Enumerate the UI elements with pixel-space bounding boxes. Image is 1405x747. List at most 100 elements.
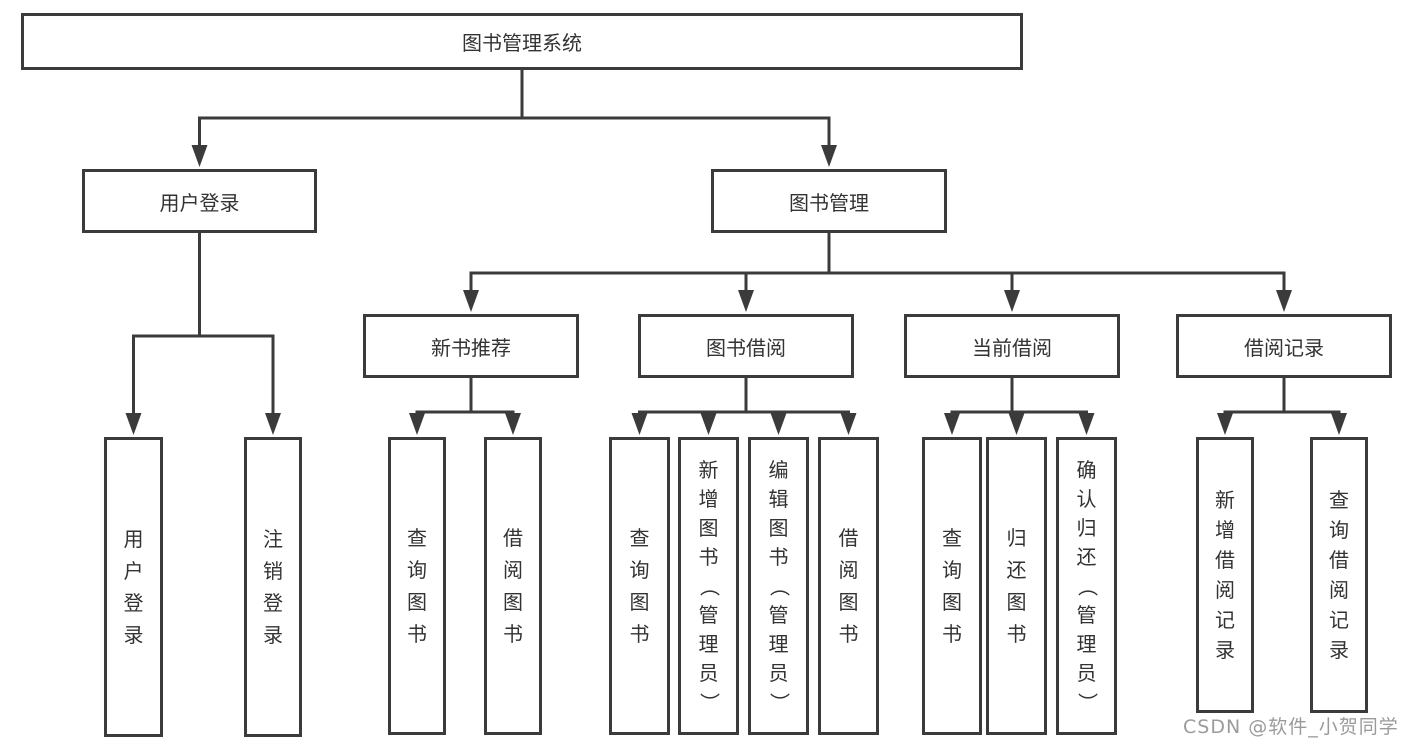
node-book-mgmt: 图书管理 bbox=[711, 169, 947, 233]
node-login: 用户登录 bbox=[104, 437, 163, 737]
arrowhead-icon bbox=[191, 145, 208, 167]
label-char: 阅 bbox=[503, 558, 523, 582]
label-char: 管 bbox=[768, 602, 789, 627]
arrowhead-icon bbox=[1008, 413, 1025, 435]
arrowhead-icon bbox=[840, 413, 857, 435]
label-char: 新 bbox=[698, 457, 719, 482]
label-char: （ bbox=[697, 576, 721, 596]
arrowhead-icon bbox=[944, 413, 960, 435]
label-char: 用 bbox=[123, 527, 144, 551]
watermark: CSDN @软件_小贺同学 bbox=[1183, 716, 1399, 738]
label-char: 注 bbox=[263, 527, 283, 551]
label-char: 录 bbox=[1329, 638, 1349, 662]
label-char: 增 bbox=[698, 486, 719, 511]
arrowhead-icon bbox=[770, 413, 787, 435]
label-char: 图 bbox=[838, 590, 859, 614]
label-char: 新 bbox=[1215, 488, 1235, 512]
node-cb-return-book: 归还图书 bbox=[986, 437, 1047, 735]
arrowhead-icon bbox=[738, 290, 754, 312]
arrowhead-icon bbox=[125, 413, 142, 435]
label-char: 管 bbox=[698, 602, 719, 627]
node-current-borrow: 当前借阅 bbox=[904, 314, 1120, 378]
node-bb-query-book: 查询图书 bbox=[609, 437, 670, 735]
label-char: ） bbox=[767, 692, 791, 712]
arrowhead-icon bbox=[631, 413, 648, 435]
label-char: 确 bbox=[1076, 457, 1097, 482]
node-label-bb-borrow-book: 借阅图书 bbox=[839, 522, 859, 650]
label-char: 借 bbox=[1329, 548, 1349, 572]
label-char: 阅 bbox=[1215, 578, 1235, 602]
node-nb-borrow-book: 借阅图书 bbox=[484, 437, 542, 735]
node-bb-add-book: 新增图书（管理员） bbox=[678, 437, 739, 735]
label-char: 书 bbox=[1006, 622, 1027, 646]
label-char: 认 bbox=[1076, 486, 1097, 511]
label-char: 查 bbox=[407, 526, 427, 550]
label-char: 编 bbox=[768, 457, 789, 482]
label-char: 辑 bbox=[768, 486, 789, 511]
arrowhead-icon bbox=[1217, 413, 1233, 435]
node-label-user-login: 用户登录 bbox=[159, 190, 240, 215]
arrowhead-icon bbox=[1078, 413, 1095, 435]
label-char: 户 bbox=[123, 559, 144, 583]
label-char: 图 bbox=[407, 590, 427, 614]
node-borrow-records: 借阅记录 bbox=[1176, 314, 1392, 378]
node-label-nb-query-book: 查询图书 bbox=[407, 522, 427, 650]
label-char: 书 bbox=[838, 622, 859, 646]
node-bb-borrow-book: 借阅图书 bbox=[818, 437, 879, 735]
node-cb-confirm-return: 确认归还（管理员） bbox=[1056, 437, 1117, 735]
label-char: 查 bbox=[1329, 488, 1349, 512]
label-char: 图 bbox=[1006, 590, 1027, 614]
node-user-login: 用户登录 bbox=[82, 169, 317, 233]
node-cb-query-book: 查询图书 bbox=[922, 437, 982, 735]
node-label-cb-return-book: 归还图书 bbox=[1007, 522, 1027, 650]
label-char: 登 bbox=[123, 591, 144, 615]
node-label-login: 用户登录 bbox=[124, 523, 144, 651]
node-label-cb-confirm-return: 确认归还（管理员） bbox=[1075, 456, 1099, 717]
label-char: 录 bbox=[263, 623, 283, 647]
node-label-bb-add-book: 新增图书（管理员） bbox=[697, 456, 721, 717]
node-label-book-mgmt: 图书管理 bbox=[789, 190, 869, 215]
node-label-bb-edit-book: 编辑图书（管理员） bbox=[767, 456, 791, 717]
label-char: 阅 bbox=[1329, 578, 1349, 602]
arrowhead-icon bbox=[409, 413, 425, 435]
node-label-br-query-record: 查询借阅记录 bbox=[1329, 485, 1349, 665]
arrowhead-icon bbox=[1276, 290, 1292, 312]
label-char: 图 bbox=[768, 515, 789, 540]
label-char: 理 bbox=[1076, 631, 1097, 656]
label-char: 员 bbox=[1076, 660, 1097, 685]
label-char: 增 bbox=[1215, 518, 1235, 542]
node-label-root: 图书管理系统 bbox=[462, 31, 582, 55]
node-label-new-book-rec: 新书推荐 bbox=[431, 335, 511, 360]
label-char: 归 bbox=[1076, 515, 1097, 540]
label-char: 询 bbox=[407, 558, 427, 582]
label-char: 借 bbox=[838, 526, 859, 550]
label-char: 记 bbox=[1215, 608, 1235, 632]
arrowhead-icon bbox=[1004, 290, 1020, 312]
label-char: 管 bbox=[1076, 602, 1097, 627]
label-char: 图 bbox=[503, 590, 523, 614]
label-char: （ bbox=[1075, 576, 1099, 596]
label-char: 理 bbox=[768, 631, 789, 656]
node-label-current-borrow: 当前借阅 bbox=[972, 335, 1052, 360]
label-char: 归 bbox=[1006, 526, 1027, 550]
label-char: 员 bbox=[698, 660, 719, 685]
label-char: 录 bbox=[123, 623, 144, 647]
node-br-add-record: 新增借阅记录 bbox=[1196, 437, 1254, 713]
label-char: 记 bbox=[1329, 608, 1349, 632]
label-char: （ bbox=[767, 576, 791, 596]
label-char: 阅 bbox=[838, 558, 859, 582]
label-char: 询 bbox=[629, 558, 650, 582]
label-char: 图 bbox=[942, 590, 962, 614]
node-label-logout: 注销登录 bbox=[263, 523, 283, 651]
label-char: 借 bbox=[503, 526, 523, 550]
label-char: 书 bbox=[407, 622, 427, 646]
node-book-borrow: 图书借阅 bbox=[638, 314, 854, 378]
arrowhead-icon bbox=[1331, 413, 1347, 435]
node-logout: 注销登录 bbox=[244, 437, 302, 737]
label-char: 录 bbox=[1215, 638, 1235, 662]
label-char: 借 bbox=[1215, 548, 1235, 572]
label-char: 书 bbox=[768, 544, 789, 569]
label-char: 查 bbox=[942, 526, 962, 550]
